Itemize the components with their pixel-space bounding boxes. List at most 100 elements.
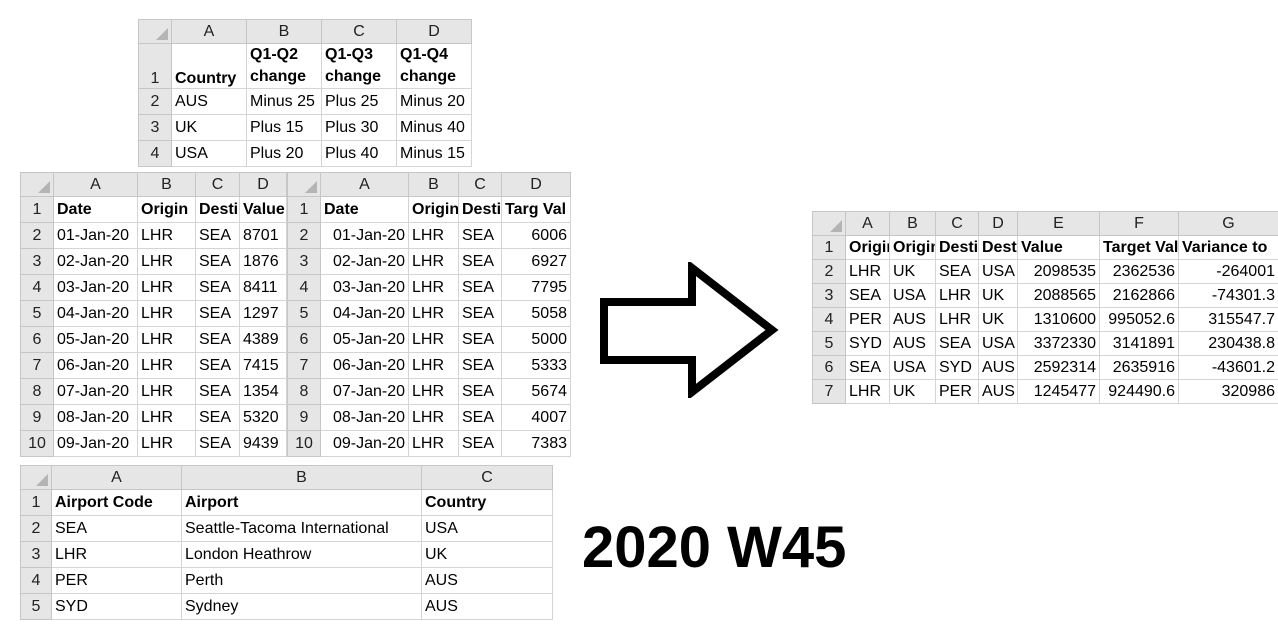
cell[interactable]: LHR (408, 378, 459, 405)
cell[interactable]: 3141891 (1099, 331, 1179, 356)
cell[interactable]: 1245477 (1017, 379, 1100, 404)
row-header[interactable]: 5 (812, 331, 846, 356)
row-header[interactable]: 5 (20, 300, 54, 327)
cell[interactable]: Plus 30 (321, 114, 397, 141)
cell[interactable]: -264001 (1178, 259, 1278, 284)
cell[interactable]: 03-Jan-20 (53, 274, 138, 301)
cell[interactable]: AUS (889, 307, 936, 332)
cell[interactable]: LHR (845, 259, 890, 284)
cell[interactable]: LHR (935, 283, 979, 308)
header-cell[interactable]: Q1-Q4 change (396, 43, 472, 89)
cell[interactable]: 315547.7 (1178, 307, 1278, 332)
row-header[interactable]: 7 (287, 352, 321, 379)
cell[interactable]: SEA (195, 430, 240, 457)
cell[interactable]: 1876 (239, 248, 287, 275)
cell[interactable]: 4389 (239, 326, 287, 353)
cell[interactable]: 3372330 (1017, 331, 1100, 356)
cell[interactable]: SEA (458, 248, 502, 275)
row-header[interactable]: 7 (812, 379, 846, 404)
cell[interactable]: AUS (421, 593, 553, 620)
cell[interactable]: 9439 (239, 430, 287, 457)
cell[interactable]: AUS (978, 379, 1018, 404)
cell[interactable]: AUS (421, 567, 553, 594)
row-header[interactable]: 4 (812, 307, 846, 332)
cell[interactable]: 8701 (239, 222, 287, 249)
header-cell[interactable]: Date (53, 196, 138, 223)
row-header[interactable]: 1 (287, 196, 321, 223)
header-cell[interactable]: Value (239, 196, 287, 223)
header-cell[interactable]: Country (421, 489, 553, 516)
cell[interactable]: 08-Jan-20 (53, 404, 138, 431)
cell[interactable]: 230438.8 (1178, 331, 1278, 356)
cell[interactable]: 8411 (239, 274, 287, 301)
cell[interactable]: AUS (171, 88, 247, 115)
col-header-a[interactable]: A (171, 19, 247, 44)
cell[interactable]: 1354 (239, 378, 287, 405)
cell[interactable]: SEA (195, 222, 240, 249)
row-header[interactable]: 1 (20, 489, 52, 516)
cell[interactable]: LHR (408, 352, 459, 379)
col-header-d[interactable]: D (396, 19, 472, 44)
cell[interactable]: 04-Jan-20 (320, 300, 409, 327)
cell[interactable]: Perth (181, 567, 422, 594)
cell[interactable]: 04-Jan-20 (53, 300, 138, 327)
cell[interactable]: LHR (137, 222, 196, 249)
cell[interactable]: 08-Jan-20 (320, 404, 409, 431)
cell[interactable]: USA (889, 355, 936, 380)
cell[interactable]: USA (889, 283, 936, 308)
cell[interactable]: Plus 20 (246, 140, 322, 167)
col-header-c[interactable]: C (421, 465, 553, 490)
header-cell[interactable]: Target Val (1099, 235, 1179, 260)
header-cell[interactable]: Origin (889, 235, 936, 260)
cell[interactable]: 2635916 (1099, 355, 1179, 380)
cell[interactable]: 02-Jan-20 (53, 248, 138, 275)
cell[interactable]: SEA (845, 283, 890, 308)
header-cell[interactable]: Origin (137, 196, 196, 223)
col-header-d[interactable]: D (501, 172, 571, 197)
cell[interactable]: Plus 15 (246, 114, 322, 141)
row-header[interactable]: 4 (20, 567, 52, 594)
cell[interactable]: LHR (408, 326, 459, 353)
cell[interactable]: LHR (408, 404, 459, 431)
cell[interactable]: SYD (935, 355, 979, 380)
col-header-a[interactable]: A (53, 172, 138, 197)
cell[interactable]: SEA (458, 378, 502, 405)
col-header-f[interactable]: F (1099, 211, 1179, 236)
cell[interactable]: -43601.2 (1178, 355, 1278, 380)
cell[interactable]: AUS (889, 331, 936, 356)
cell[interactable]: 03-Jan-20 (320, 274, 409, 301)
cell[interactable]: SEA (195, 378, 240, 405)
cell[interactable]: Minus 25 (246, 88, 322, 115)
cell[interactable]: LHR (137, 430, 196, 457)
row-header[interactable]: 3 (812, 283, 846, 308)
row-header[interactable]: 4 (138, 140, 172, 167)
cell[interactable]: SEA (195, 300, 240, 327)
cell[interactable]: 2362536 (1099, 259, 1179, 284)
row-header[interactable]: 4 (287, 274, 321, 301)
cell[interactable]: SEA (458, 300, 502, 327)
cell[interactable]: SEA (458, 274, 502, 301)
header-cell[interactable]: Targ Val (501, 196, 571, 223)
cell[interactable]: SYD (845, 331, 890, 356)
cell[interactable]: SEA (458, 430, 502, 457)
row-header[interactable]: 6 (20, 326, 54, 353)
cell[interactable]: 924490.6 (1099, 379, 1179, 404)
cell[interactable]: 6006 (501, 222, 571, 249)
cell[interactable]: 02-Jan-20 (320, 248, 409, 275)
col-header-d[interactable]: D (239, 172, 287, 197)
cell[interactable]: USA (171, 140, 247, 167)
cell[interactable]: Plus 25 (321, 88, 397, 115)
header-cell[interactable]: Q1-Q3 change (321, 43, 397, 89)
header-cell[interactable]: Value (1017, 235, 1100, 260)
cell[interactable]: Sydney (181, 593, 422, 620)
cell[interactable]: Minus 20 (396, 88, 472, 115)
cell[interactable]: 07-Jan-20 (320, 378, 409, 405)
select-all-corner[interactable] (20, 172, 54, 197)
row-header[interactable]: 8 (20, 378, 54, 405)
row-header[interactable]: 5 (287, 300, 321, 327)
row-header[interactable]: 2 (20, 222, 54, 249)
header-cell[interactable]: Origin (408, 196, 459, 223)
cell[interactable]: LHR (137, 274, 196, 301)
row-header[interactable]: 2 (20, 515, 52, 542)
col-header-a[interactable]: A (320, 172, 409, 197)
